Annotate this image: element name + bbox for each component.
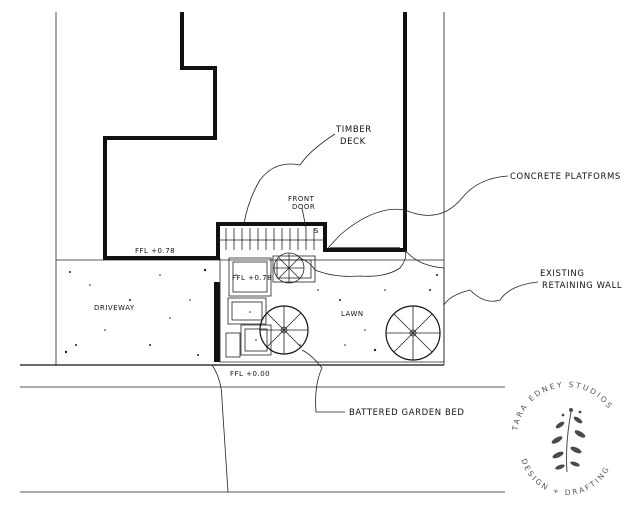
platform — [240, 324, 272, 356]
house-outline — [103, 12, 407, 260]
label-ffl-house: FFL +0.78 — [135, 247, 175, 255]
lawn-edge — [299, 249, 407, 277]
logo-bottom-text: DESIGN + DRAFTING — [519, 457, 611, 497]
label-timber: TIMBER — [335, 125, 372, 135]
label-battered-garden-bed: BATTERED GARDEN BED — [349, 408, 465, 418]
stipple-texture — [64, 268, 438, 356]
garden-bed-outline — [219, 249, 445, 363]
concrete-platforms — [225, 255, 316, 358]
leader-concrete — [327, 175, 509, 249]
label-front: FRONT — [288, 195, 315, 203]
platform-inner — [232, 261, 268, 293]
label-ffl-ground: FFL +0.00 — [230, 370, 270, 378]
label-retaining-wall: RETAINING WALL — [542, 281, 622, 291]
botanical-sprig-icon — [551, 408, 586, 473]
label-lawn: LAWN — [341, 310, 364, 318]
platform — [225, 332, 241, 358]
platform-inner — [231, 301, 263, 321]
tree-small — [273, 252, 305, 284]
label-deck: DECK — [340, 137, 366, 147]
label-existing: EXISTING — [540, 269, 585, 279]
tree-medium — [259, 305, 309, 355]
studio-logo: TARA EDNEY STUDIOS DESIGN + DRAFTING — [510, 380, 613, 497]
tree-large — [385, 305, 441, 361]
platform-inner — [244, 328, 268, 352]
label-s-mark: S — [314, 227, 319, 235]
label-ffl-deck: FFL +0.78 — [232, 274, 272, 282]
leader-front-door — [301, 207, 307, 229]
platform — [227, 297, 267, 325]
platform-inner — [276, 259, 312, 279]
platform — [228, 257, 272, 297]
timber-deck — [218, 228, 325, 250]
leader-retaining-wall — [443, 281, 539, 306]
label-concrete-platforms: CONCRETE PLATFORMS — [510, 172, 621, 182]
leader-garden-bed — [301, 349, 345, 413]
retaining-wall-left — [214, 282, 220, 362]
label-driveway: DRIVEWAY — [94, 304, 135, 312]
driveway-crossover — [211, 364, 229, 493]
leader-timber-deck — [243, 133, 336, 225]
label-door: DOOR — [292, 203, 315, 211]
